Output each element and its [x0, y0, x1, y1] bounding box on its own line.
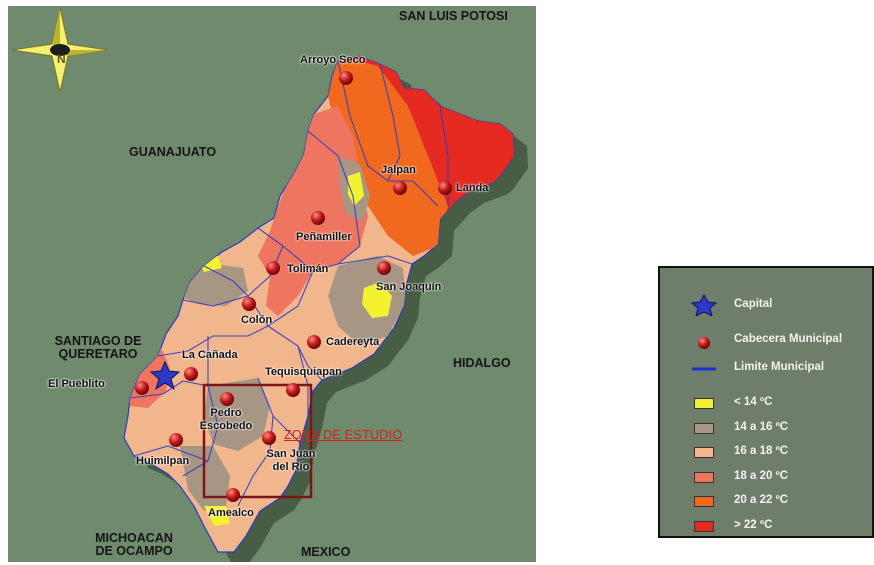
legend-swatch-holder	[690, 392, 718, 414]
town-label-landa: Landa	[456, 182, 489, 194]
town-label-la-canada: La Cañada	[182, 349, 238, 361]
town-label-jalpan: Jalpan	[381, 164, 416, 176]
legend-color-swatch	[694, 496, 714, 507]
town-label-huimilpan: Huimilpan	[136, 455, 190, 467]
legend-color-swatch	[694, 422, 714, 434]
dot-landa	[438, 181, 452, 195]
legend-swatch-holder	[690, 441, 718, 463]
zone-20-22	[328, 56, 448, 256]
legend-row-cabecera: Cabecera Municipal	[660, 329, 874, 351]
legend-limite-label: Limite Municipal	[734, 361, 825, 373]
town-label-san-joaquin: San Joaquín	[376, 281, 442, 293]
legend-row-temp-class: 18 a 20 ºC	[660, 466, 874, 488]
zone-below-14-a	[362, 282, 392, 318]
legend-color-swatch	[694, 398, 714, 409]
zone-14-16-c	[204, 378, 270, 451]
state-label-guanajuato: GUANAJUATO	[129, 145, 217, 159]
state-label-michoacan: MICHOACAN DE OCAMPO	[82, 532, 186, 558]
cabecera-dots	[135, 71, 452, 502]
legend-swatch-holder	[690, 515, 718, 537]
legend-temp-label: 16 a 18 ºC	[734, 445, 789, 457]
map-area: N SAN LUIS POTOSI GUANAJUATO HIDALGO MEX…	[8, 6, 536, 562]
dot-amealco	[226, 488, 240, 502]
state-label-mexico: MEXICO	[301, 545, 351, 559]
compass-north-label: N	[57, 52, 66, 66]
legend-row-capital: Capital	[660, 294, 874, 316]
legend-temp-label: 14 a 16 ºC	[734, 420, 789, 433]
legend-color-swatch	[694, 471, 714, 483]
dot-arroyo-seco	[339, 71, 353, 85]
legend-color-swatch	[694, 520, 714, 532]
capital-star	[149, 360, 181, 391]
town-label-pedro-escobedo: Pedro Escobedo	[198, 407, 254, 433]
dot-el-pueblito	[135, 381, 149, 395]
dot-san-juan	[262, 431, 276, 445]
san-juan-line-2: del Río	[272, 461, 310, 473]
dot-huimilpan	[169, 433, 183, 447]
dot-cadereyta	[307, 335, 321, 349]
state-label-santiago: SANTIAGO DE QUERETARO	[48, 335, 148, 361]
legend-row-temp-class: > 22 ºC	[660, 515, 874, 537]
zone-below-14-b	[348, 172, 364, 206]
dot-tequisquiapan	[286, 383, 300, 397]
dot-pedro-escobedo	[220, 392, 234, 406]
dot-colon	[242, 297, 256, 311]
legend-temp-label: 18 a 20 ºC	[734, 469, 789, 482]
legend-capital-label: Capital	[734, 298, 773, 310]
zone-below-14-c	[204, 506, 230, 526]
legend-temp-label: 20 a 22 ºC	[734, 494, 789, 506]
town-label-toliman: Tolimán	[287, 263, 329, 275]
michoacan-line-2: DE OCAMPO	[95, 544, 173, 558]
san-juan-line-1: San Juan	[266, 448, 316, 460]
town-label-amealco: Amealco	[208, 507, 254, 519]
michoacan-line-1: MICHOACAN	[95, 531, 173, 545]
town-label-tequisquiapan: Tequisquiapan	[265, 366, 342, 378]
town-label-san-juan: San Juan del Río	[262, 448, 320, 474]
town-label-el-pueblito: El Pueblito	[48, 378, 105, 390]
legend-temp-label: > 22 ºC	[734, 518, 773, 531]
town-label-colon: Colón	[241, 314, 273, 326]
legend-cabecera-label: Cabecera Municipal	[734, 333, 843, 345]
santiago-line-2: QUERETARO	[58, 347, 138, 361]
study-zone-label: ZONA DE ESTUDIO	[284, 428, 403, 442]
study-zone-box	[202, 383, 313, 499]
dot-san-joaquin	[377, 261, 391, 275]
north-compass	[11, 7, 109, 93]
legend-row-temp-class: < 14 ºC	[660, 392, 874, 414]
legend-swatch-holder	[690, 466, 718, 488]
pedro-line-2: Escobedo	[199, 420, 253, 432]
legend-temp-label: < 14 ºC	[734, 396, 773, 408]
legend-row-temp-class: 20 a 22 ºC	[660, 490, 874, 512]
legend-row-limite: Limite Municipal	[660, 357, 874, 379]
dot-penamiller	[311, 211, 325, 225]
town-label-cadereyta: Cadereyta	[326, 336, 380, 348]
legend-row-temp-class: 16 a 18 ºC	[660, 441, 874, 463]
state-label-hidalgo: HIDALGO	[453, 356, 511, 370]
pedro-line-1: Pedro	[210, 407, 242, 419]
map-legend: Capital Cabecera Municipal Limite Munici…	[658, 266, 874, 538]
legend-capital-star-icon	[690, 294, 718, 316]
dot-la-canada	[184, 367, 198, 381]
santiago-line-1: SANTIAGO DE	[54, 334, 142, 348]
legend-color-swatch	[694, 447, 714, 458]
dot-toliman	[266, 261, 280, 275]
dot-jalpan	[393, 181, 407, 195]
state-label-san-luis-potosi: SAN LUIS POTOSI	[399, 9, 508, 23]
legend-limite-line-icon	[692, 367, 716, 371]
legend-swatch-holder	[690, 417, 718, 439]
legend-swatch-holder	[690, 490, 718, 512]
town-label-arroyo-seco: Arroyo Seco	[300, 54, 366, 66]
legend-row-temp-class: 14 a 16 ºC	[660, 417, 874, 439]
queretaro-temperature-map	[8, 6, 536, 562]
legend-cabecera-dot-icon	[698, 337, 710, 349]
town-label-penamiller: Peñamiller	[296, 231, 352, 243]
